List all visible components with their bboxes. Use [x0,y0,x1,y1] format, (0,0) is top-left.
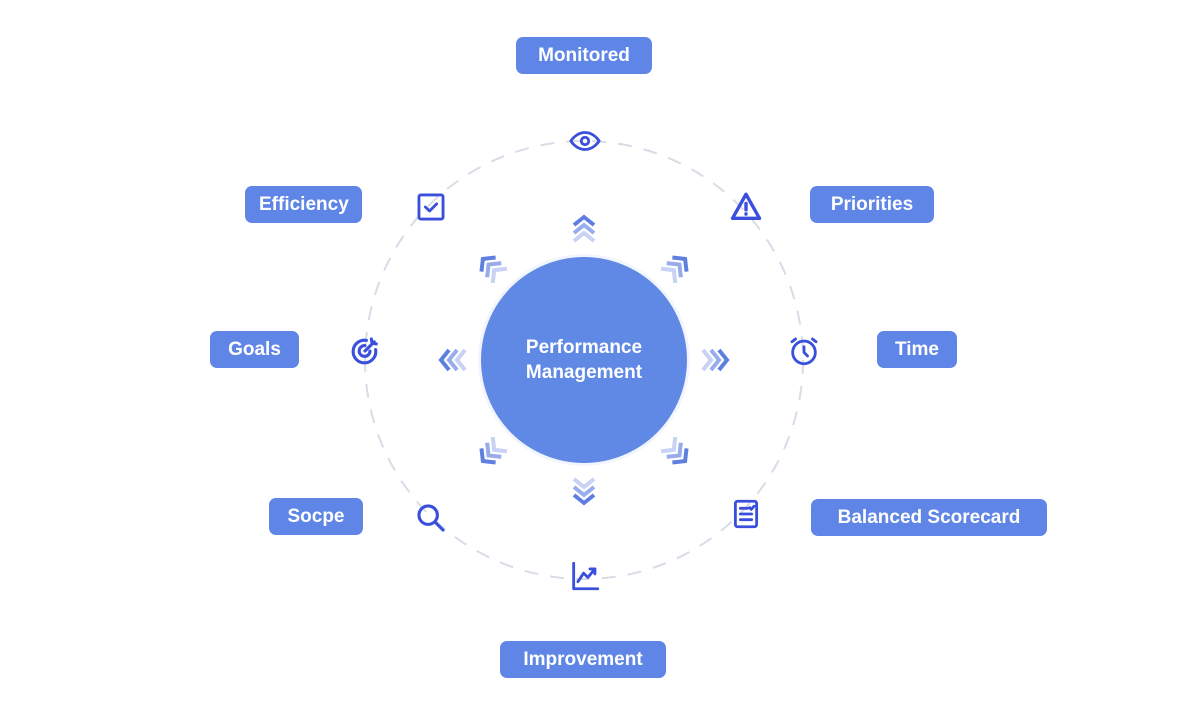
alarm-clock-icon [790,337,817,365]
label-improvement: Improvement [500,641,666,678]
node-balanced-scorecard [702,470,789,557]
node-priorities [702,163,789,250]
target-icon [351,336,378,364]
label-goals: Goals [210,331,299,368]
label-priorities: Priorities [810,186,934,223]
center-title-line1: Performance [525,337,643,358]
eye-icon [568,130,601,151]
chevron-group-improvement [572,477,596,506]
chevron-icon [672,448,689,465]
chevron-icon [709,348,722,372]
chevron-icon [485,261,502,278]
node-time [760,307,847,394]
label-balanced-scorecard: Balanced Scorecard [811,499,1047,536]
chevron-icon [666,261,683,278]
chevron-icon [572,493,596,506]
chevron-icon [454,348,467,372]
node-goals [321,307,408,394]
chevron-icon [446,348,459,372]
node-efficiency [387,163,474,250]
chevron-icon [572,477,596,490]
chevron-group-goals [438,348,467,372]
chevron-icon [701,348,714,372]
chevron-icon [572,230,596,243]
chevron-icon [485,442,502,459]
chevron-icon [572,214,596,227]
warning-triangle-icon [730,192,761,220]
chevron-icon [490,436,508,454]
label-scope: Socpe [269,498,363,535]
search-icon [416,503,445,532]
node-improvement [541,532,628,619]
chevron-icon [666,442,683,459]
chevron-icon [717,348,730,372]
label-monitored: Monitored [516,37,652,74]
center-hub: Performance Management [481,257,687,463]
checkbox-icon [417,193,444,220]
chevron-icon [660,436,678,454]
chevron-group-priorities [660,255,689,284]
chevron-icon [479,255,496,272]
trending-chart-icon [571,561,599,590]
chevron-icon [479,448,496,465]
node-scope [387,474,474,561]
chevron-group-balanced-scorecard [660,436,689,465]
node-monitored [541,97,628,184]
label-efficiency: Efficiency [245,186,362,223]
chevron-icon [572,222,596,235]
chevron-group-time [701,348,730,372]
chevron-icon [438,348,451,372]
chevron-group-scope [479,436,508,465]
label-time: Time [877,331,957,368]
chevron-icon [572,485,596,498]
center-title-line2: Management [525,362,643,383]
chevron-group-efficiency [479,255,508,284]
chevron-group-monitored [572,214,596,243]
chevron-icon [660,266,678,284]
chevron-icon [672,255,689,272]
checklist-document-icon [733,499,758,528]
chevron-icon [490,266,508,284]
